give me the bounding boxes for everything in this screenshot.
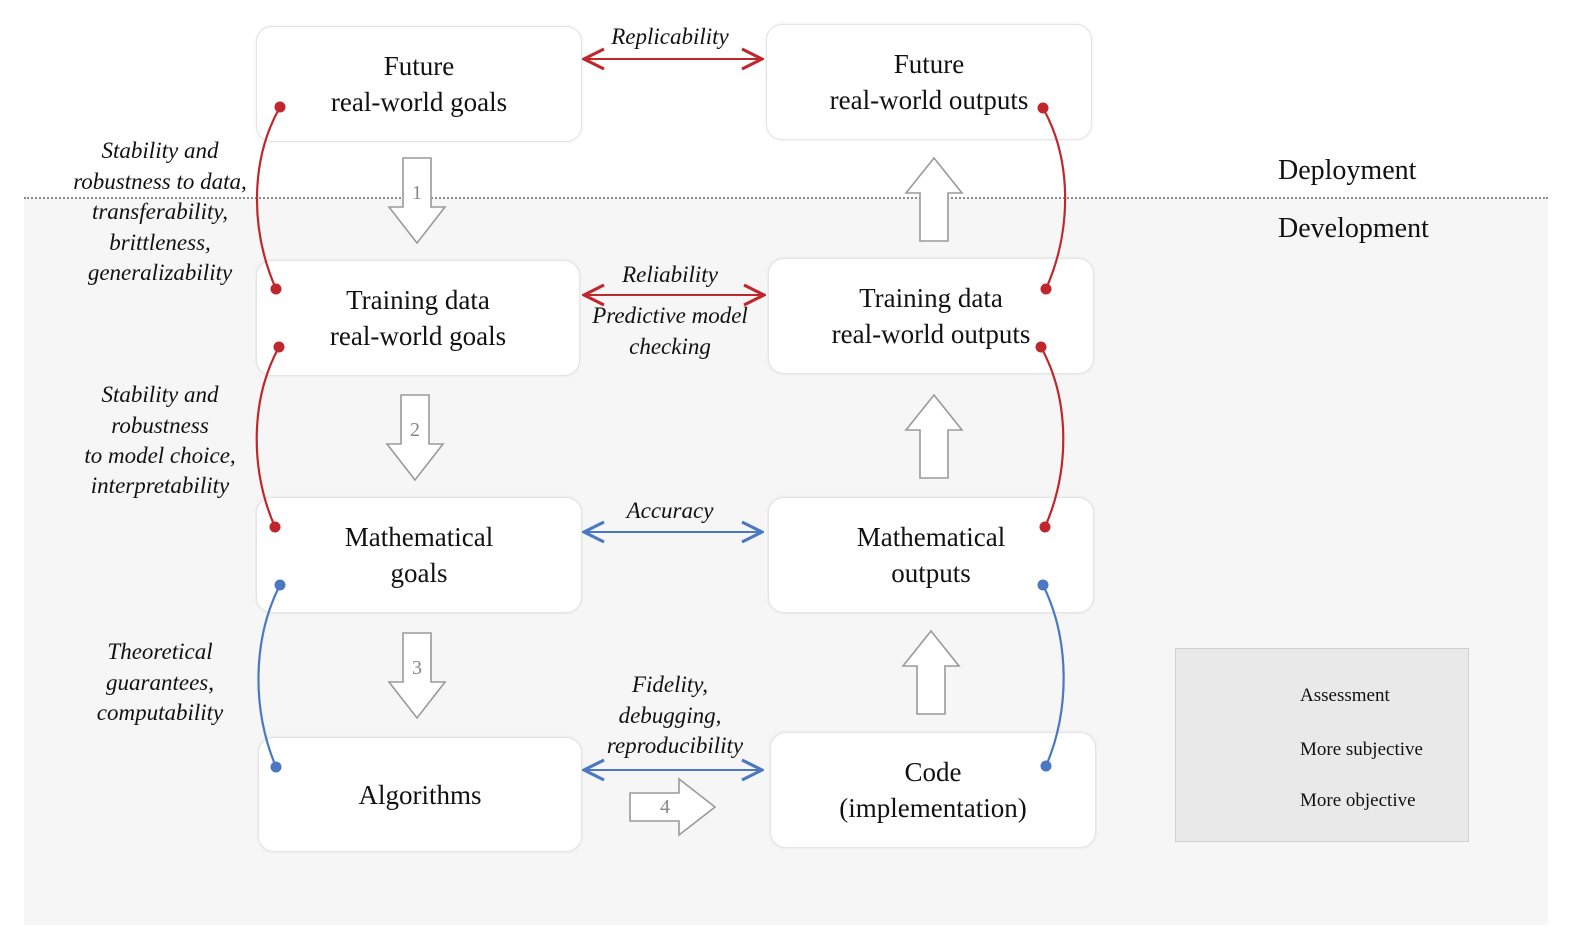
side-label-3-line: guarantees, <box>106 670 214 695</box>
predictive-label-1: Predictive model <box>592 303 748 328</box>
accuracy-label: Accuracy <box>626 498 714 523</box>
development-label: Development <box>1278 213 1429 244</box>
left-curve-red-1 <box>255 106 281 290</box>
right-curve-blue <box>1042 584 1065 767</box>
box-line: (implementation) <box>839 793 1027 823</box>
side-label-2-line: to model choice, <box>84 443 236 468</box>
up-arrow-3 <box>901 629 961 715</box>
up-arrow-2 <box>904 393 964 479</box>
math-goals-box: Mathematical goals <box>256 497 582 613</box>
training-goals-box: Training data real-world goals <box>256 260 580 376</box>
right-curve-red-2 <box>1040 346 1065 528</box>
side-label-1-line: transferability, <box>91 199 229 224</box>
legend-objective-label: More objective <box>1300 790 1416 811</box>
replicability-label: Replicability <box>611 24 729 49</box>
side-label-2-line: robustness <box>111 413 209 438</box>
side-label-3-line: Theoretical <box>107 639 213 664</box>
left-curve-blue <box>257 584 281 768</box>
fidelity-label-1: Fidelity, <box>631 672 708 697</box>
down-arrow-1 <box>387 157 447 245</box>
legend-subjective-label: More subjective <box>1300 739 1423 760</box>
step-3-label: 3 <box>412 657 422 679</box>
box-line: Code <box>904 757 962 787</box>
box-line: real-world outputs <box>831 319 1031 349</box>
side-label-1-line: robustness to data, <box>73 169 247 194</box>
up-arrow-1 <box>904 156 964 242</box>
side-label-1-line: brittleness, <box>109 230 211 255</box>
right-curve-red-1 <box>1042 107 1067 290</box>
math-outputs-box: Mathematical outputs <box>768 497 1094 613</box>
training-outputs-box: Training data real-world outputs <box>768 258 1094 374</box>
deployment-development-divider <box>24 197 1548 199</box>
deployment-label: Deployment <box>1278 155 1417 186</box>
reliability-label: Reliability <box>622 262 718 287</box>
side-label-1-line: Stability and <box>101 138 219 163</box>
box-line: real-world goals <box>330 87 508 117</box>
box-line: Future <box>893 49 965 79</box>
box-line: real-world goals <box>329 321 507 351</box>
box-line: Training data <box>346 285 490 315</box>
fidelity-label-3: reproducibility <box>606 733 744 758</box>
step-2-label: 2 <box>410 419 420 441</box>
code-box: Code (implementation) <box>770 732 1096 848</box>
legend: Assessment More subjective More objectiv… <box>1175 648 1469 842</box>
step-4-label: 4 <box>660 796 670 818</box>
side-label-1-line: generalizability <box>87 260 233 285</box>
left-curve-red-2 <box>255 346 280 528</box>
box-line: Mathematical <box>856 522 1006 552</box>
box-line: Algorithms <box>358 779 482 810</box>
future-outputs-box: Future real-world outputs <box>766 24 1092 140</box>
down-arrow-3 <box>387 632 447 720</box>
legend-assessment-label: Assessment <box>1300 685 1390 706</box>
right-arrow-4 <box>629 777 717 837</box>
box-line: outputs <box>891 558 971 588</box>
step-1-label: 1 <box>412 182 422 204</box>
box-line: goals <box>390 558 448 588</box>
side-label-3-line: computability <box>96 700 224 725</box>
future-goals-box: Future real-world goals <box>256 26 582 142</box>
box-line: Training data <box>859 283 1003 313</box>
side-label-2-line: Stability and <box>101 382 219 407</box>
subjective-dots <box>269 101 1052 533</box>
objective-dots <box>270 579 1052 773</box>
down-arrow-2 <box>385 394 445 482</box>
predictive-label-2: checking <box>629 334 711 359</box>
box-line: Mathematical <box>344 522 494 552</box>
fidelity-label-2: debugging, <box>618 703 722 728</box>
algorithms-box: Algorithms <box>258 737 582 852</box>
box-line: real-world outputs <box>829 85 1029 115</box>
side-label-2-line: interpretability <box>90 473 230 498</box>
box-line: Future <box>383 51 455 81</box>
